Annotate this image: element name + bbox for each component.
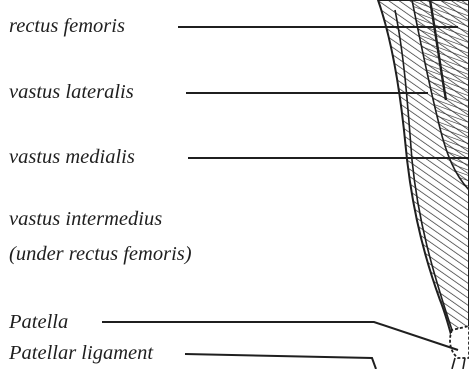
label-vastus-lateralis: vastus lateralis (9, 82, 134, 103)
label-vastus-intermedius-note: (under rectus femoris) (9, 244, 192, 265)
patella-bone (450, 326, 469, 358)
label-vastus-medialis: vastus medialis (9, 147, 135, 168)
label-vastus-intermedius: vastus intermedius (9, 209, 162, 230)
label-rectus-femoris: rectus femoris (9, 16, 125, 37)
label-patella: Patella (9, 312, 68, 333)
patellar-ligament-outline (452, 358, 465, 369)
leader-line-patella (102, 322, 458, 350)
label-patellar-ligament: Patellar ligament (9, 343, 153, 364)
leader-line-patellar-ligament (185, 354, 376, 369)
